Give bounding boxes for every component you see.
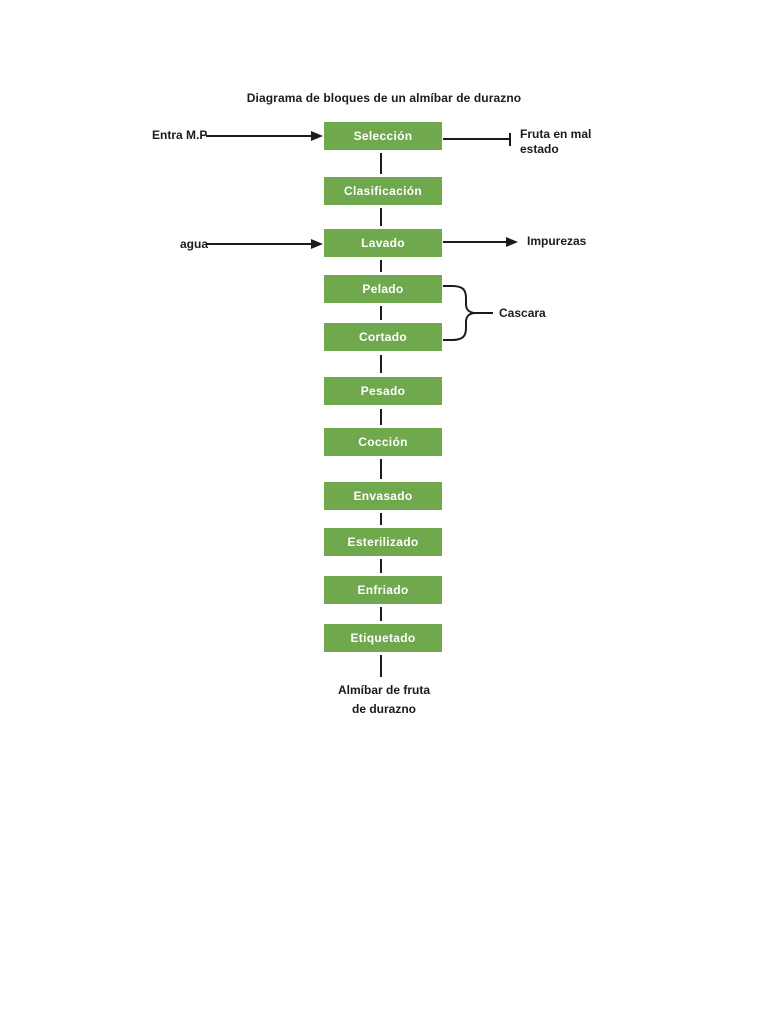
arrow-impurezas-head bbox=[506, 237, 518, 247]
label-final-product: Almíbar de fruta de durazno bbox=[0, 681, 768, 719]
block-etiquetado: Etiquetado bbox=[324, 624, 442, 652]
label-cascara: Cascara bbox=[499, 306, 546, 320]
label-entra-mp: Entra M.P bbox=[152, 128, 208, 142]
block-pelado: Pelado bbox=[324, 275, 442, 303]
final-product-line1: Almíbar de fruta bbox=[337, 683, 430, 697]
brace-cascara-icon bbox=[443, 285, 493, 341]
arrow-agua-icon bbox=[206, 239, 323, 249]
block-clasificacion: Clasificación bbox=[324, 177, 442, 205]
brace-cascara-path bbox=[443, 285, 475, 341]
diagram-title: Diagrama de bloques de un almíbar de dur… bbox=[246, 91, 522, 105]
arrow-entra-mp-head bbox=[311, 131, 323, 141]
arrow-agua-head bbox=[311, 239, 323, 249]
final-product-line2: de durazno bbox=[351, 702, 416, 716]
label-fruta-en-mal-estado: Fruta en mal estado bbox=[520, 127, 591, 157]
block-coccion: Cocción bbox=[324, 428, 442, 456]
block-pesado: Pesado bbox=[324, 377, 442, 405]
label-fruta-line1: Fruta en mal bbox=[520, 127, 592, 141]
block-seleccion: Selección bbox=[324, 122, 442, 150]
block-esterilizado: Esterilizado bbox=[324, 528, 442, 556]
block-cortado: Cortado bbox=[324, 323, 442, 351]
block-envasado: Envasado bbox=[324, 482, 442, 510]
arrow-impurezas-icon bbox=[443, 237, 518, 247]
block-lavado: Lavado bbox=[324, 229, 442, 257]
label-impurezas: Impurezas bbox=[527, 234, 587, 248]
arrow-entra-mp-icon bbox=[206, 131, 323, 141]
label-agua: agua bbox=[180, 237, 209, 251]
block-enfriado: Enfriado bbox=[324, 576, 442, 604]
label-fruta-line2: estado bbox=[520, 142, 559, 156]
arrow-fruta-mal-icon bbox=[443, 133, 511, 146]
